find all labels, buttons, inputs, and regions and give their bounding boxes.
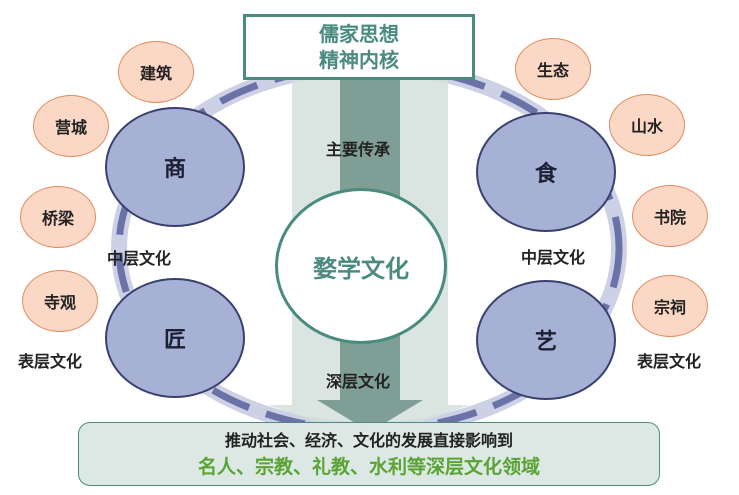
node-qiaoliang: 桥梁 xyxy=(20,186,96,248)
node-zongci: 宗祠 xyxy=(632,275,708,337)
node-shi: 食 xyxy=(476,112,616,232)
label-middle-culture-right: 中层文化 xyxy=(521,248,586,267)
node-shanshui: 山水 xyxy=(609,94,685,156)
label-surface-culture-right: 表层文化 xyxy=(637,352,702,371)
bottom-summary-line1: 推动社会、经济、文化的发展直接影响到 xyxy=(224,431,513,450)
label-middle-culture-left: 中层文化 xyxy=(107,249,172,268)
arrow-label-main-inheritance: 主要传承 xyxy=(326,140,391,159)
node-yingcheng: 营城 xyxy=(33,95,109,157)
core-line1: 儒家思想 xyxy=(319,22,399,46)
bottom-summary-line2: 名人、宗教、礼教、水利等深层文化领域 xyxy=(197,456,540,478)
node-shang: 商 xyxy=(105,107,245,227)
core-spirit-box: 儒家思想 精神内核 xyxy=(243,14,475,80)
node-siguan: 寺观 xyxy=(22,270,98,332)
node-jiang: 匠 xyxy=(105,278,245,398)
bottom-summary-box: 推动社会、经济、文化的发展直接影响到 名人、宗教、礼教、水利等深层文化领域 xyxy=(78,422,660,486)
center-wuxue-culture: 婺学文化 xyxy=(275,188,447,344)
core-line2: 精神内核 xyxy=(319,48,399,72)
node-shuyuan: 书院 xyxy=(632,185,708,247)
node-yi: 艺 xyxy=(476,280,616,400)
arrow-label-deep-culture: 深层文化 xyxy=(326,372,391,391)
node-shengtai: 生态 xyxy=(515,38,591,100)
label-surface-culture-left: 表层文化 xyxy=(18,352,83,371)
node-jianzhu: 建筑 xyxy=(118,41,194,103)
